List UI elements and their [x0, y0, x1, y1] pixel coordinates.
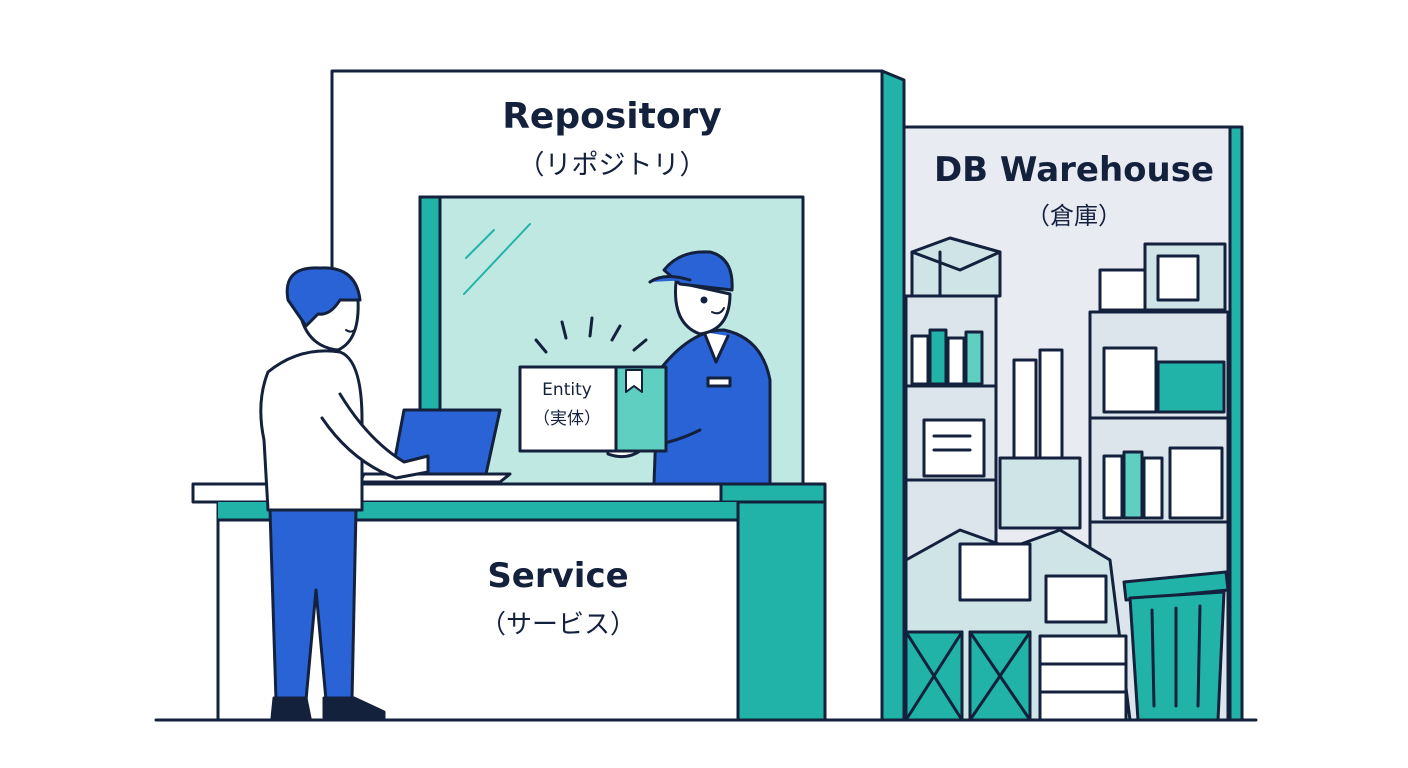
customer-person — [259, 266, 430, 720]
repository-subtitle: （リポジトリ） — [517, 150, 707, 181]
warehouse-label: DB Warehouse （倉庫） — [904, 150, 1244, 231]
entity-label: Entity （実体） — [520, 380, 614, 429]
service-title: Service — [487, 556, 629, 596]
warehouse-title: DB Warehouse — [933, 150, 1215, 190]
service-subtitle: （サービス） — [479, 610, 636, 640]
warehouse-subtitle: （倉庫） — [1026, 202, 1122, 230]
entity-title: Entity — [542, 380, 592, 400]
repository-worker — [518, 250, 772, 486]
repository-title: Repository — [502, 96, 722, 137]
service-label: Service （サービス） — [408, 556, 708, 641]
warehouse-building — [902, 125, 1244, 722]
entity-subtitle: （実体） — [533, 409, 601, 429]
repository-label: Repository （リポジトリ） — [412, 96, 812, 182]
